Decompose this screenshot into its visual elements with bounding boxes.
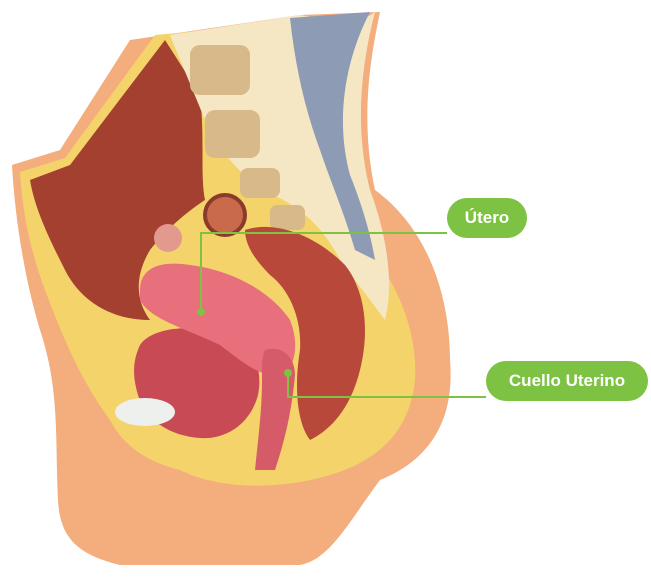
pubic-bone [115, 398, 175, 426]
utero-label: Útero [447, 198, 527, 238]
cuello-marker [284, 369, 292, 377]
utero-marker [197, 308, 205, 316]
bowel-loop [205, 195, 245, 235]
ovary [154, 224, 182, 252]
cuello-uterino-label: Cuello Uterino [486, 361, 648, 401]
